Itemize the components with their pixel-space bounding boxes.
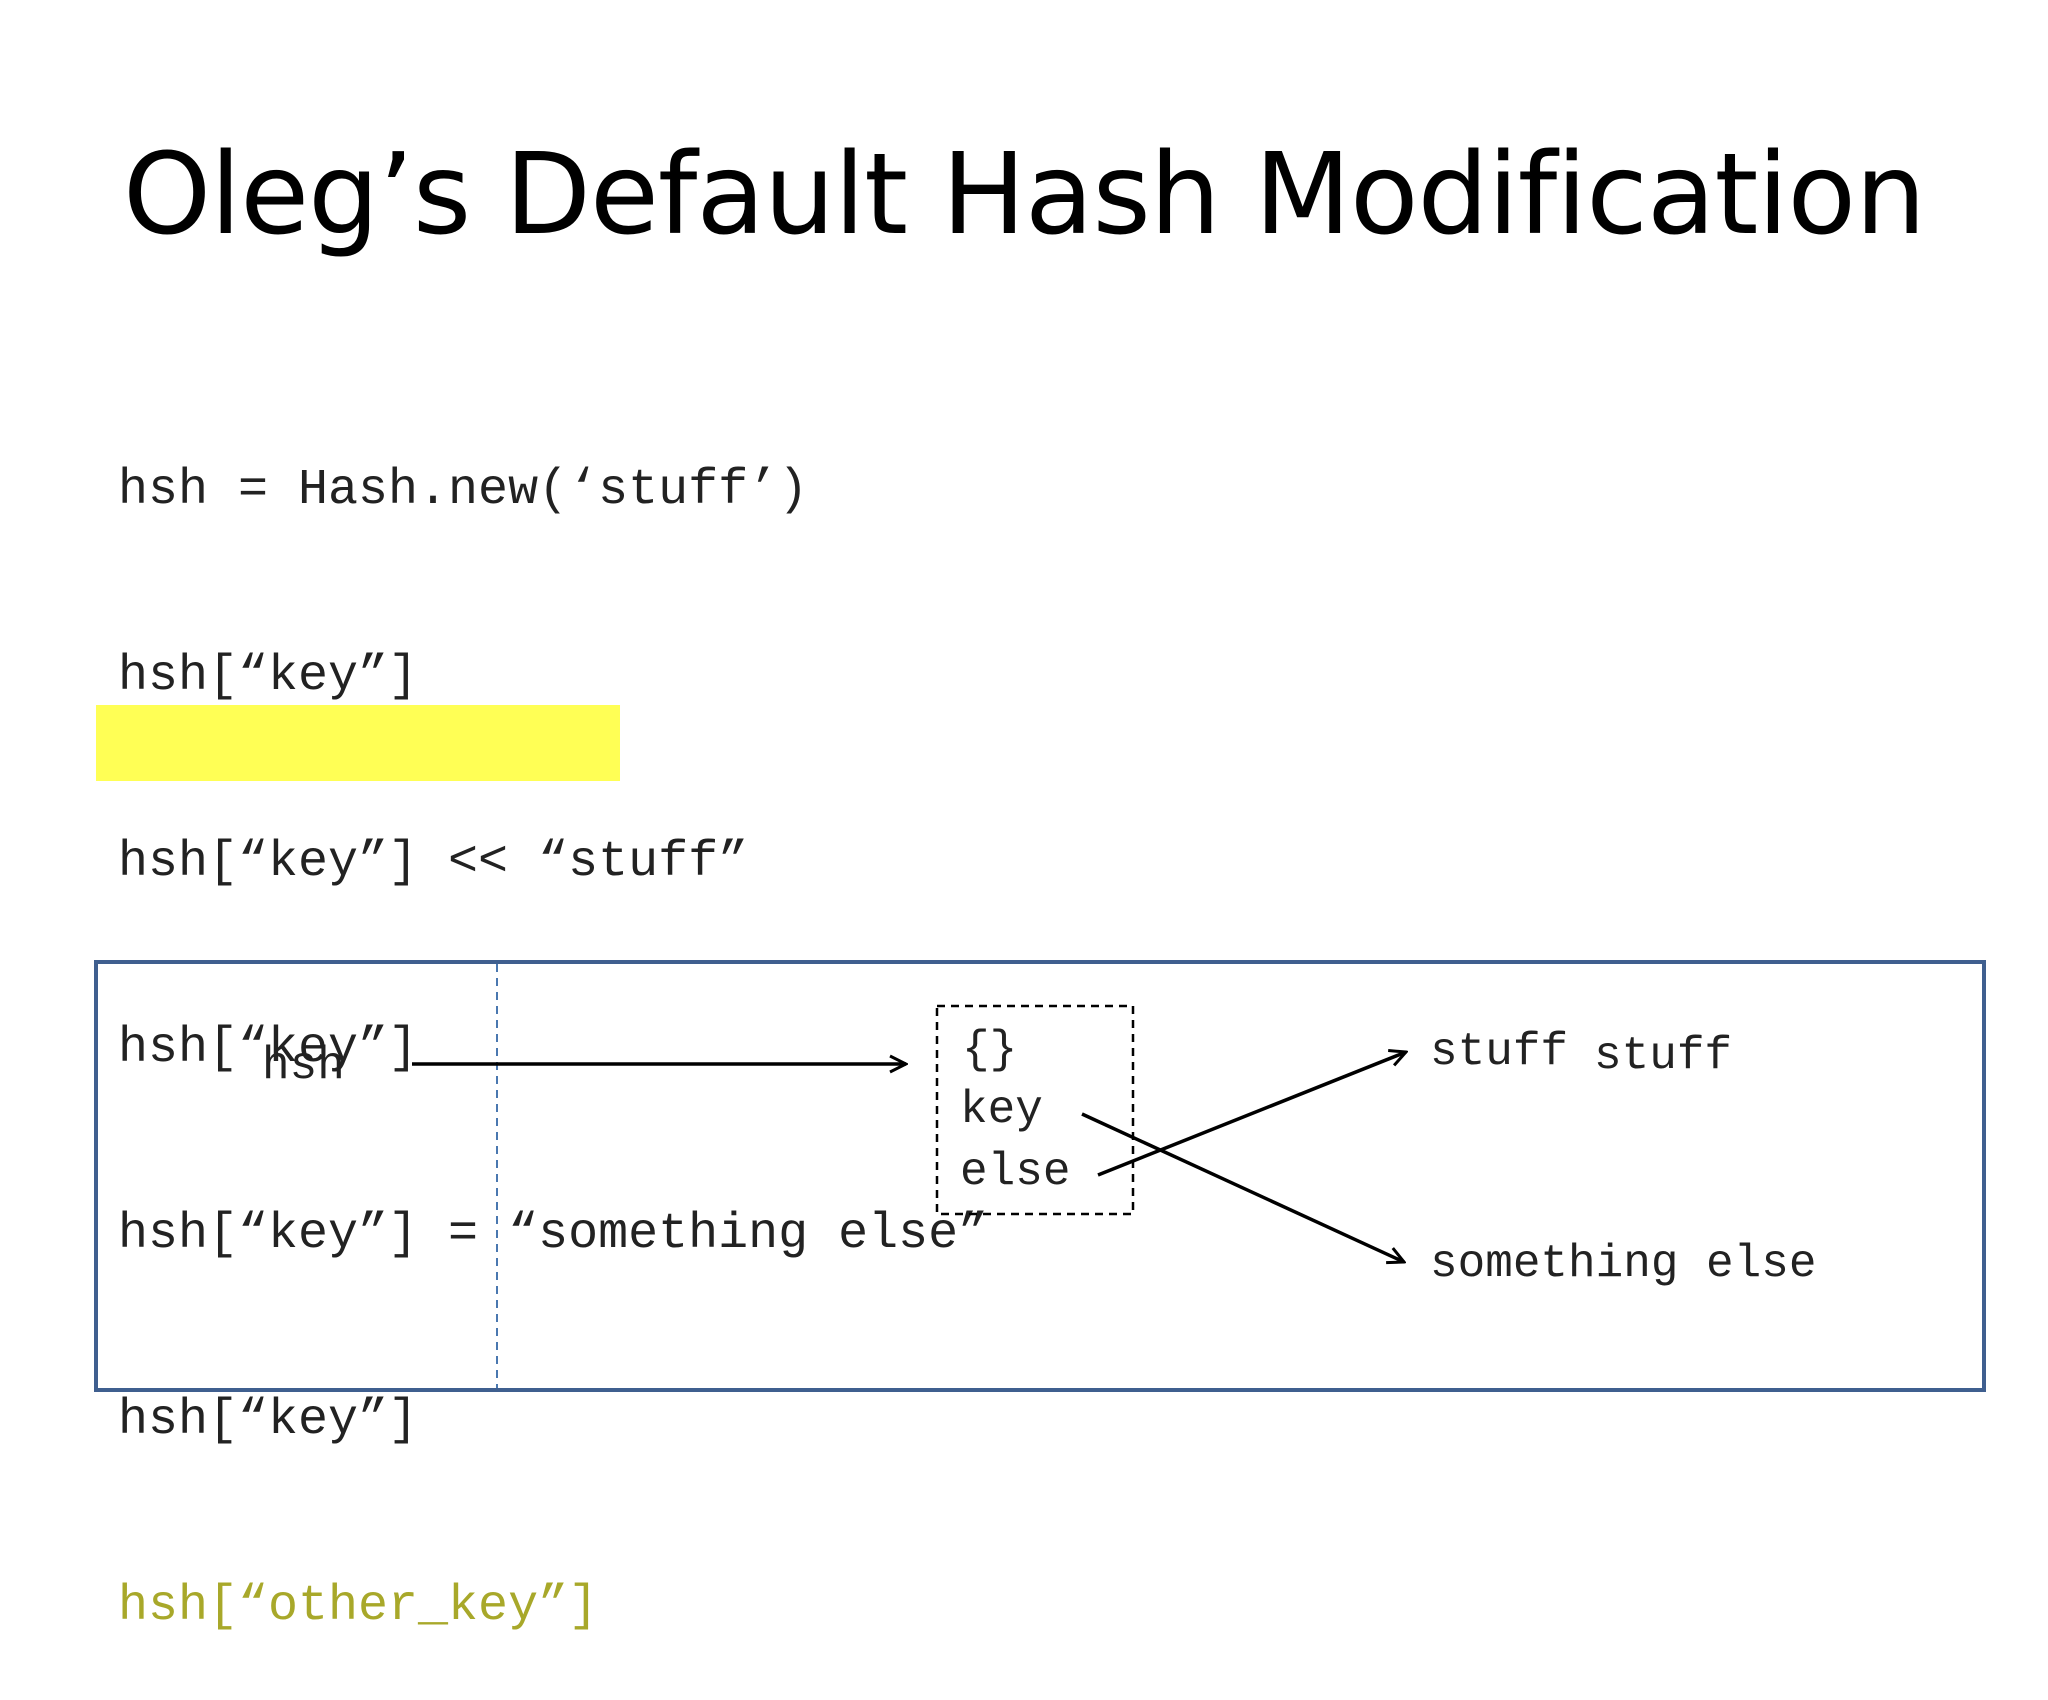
- code-line: hsh = Hash.new(‘stuff’): [118, 462, 809, 519]
- code-line: hsh[“key”]: [118, 648, 419, 705]
- default-arrow: [1097, 1052, 1406, 1177]
- slide-title: Oleg’s Default Hash Modification: [122, 130, 1926, 260]
- key-arrow: [1081, 1112, 1404, 1262]
- diagram-frame: [94, 960, 1986, 1392]
- hash-key-label: key: [960, 1084, 1043, 1136]
- hash-object-box: [935, 1004, 1135, 1216]
- value-stuff: stuff: [1430, 1026, 1568, 1078]
- value-something-else: something else: [1430, 1238, 1816, 1290]
- code-line: hsh[“key”]: [118, 1392, 419, 1449]
- code-line: hsh[“key”] = “something else”: [118, 1206, 989, 1263]
- variable-label: hsh: [262, 1040, 345, 1092]
- hash-else-label: else: [960, 1146, 1070, 1198]
- code-line: hsh[“key”]: [118, 1020, 419, 1077]
- code-line-highlighted: hsh[“other_key”]: [118, 1578, 599, 1635]
- value-stuff-appended: stuff: [1594, 1030, 1732, 1082]
- code-line: hsh[“key”] << “stuff”: [118, 834, 749, 891]
- memory-diagram: hsh {} key else stuff stuff something el…: [94, 960, 1986, 1392]
- hash-braces: {}: [962, 1024, 1017, 1076]
- code-highlight: [96, 705, 620, 781]
